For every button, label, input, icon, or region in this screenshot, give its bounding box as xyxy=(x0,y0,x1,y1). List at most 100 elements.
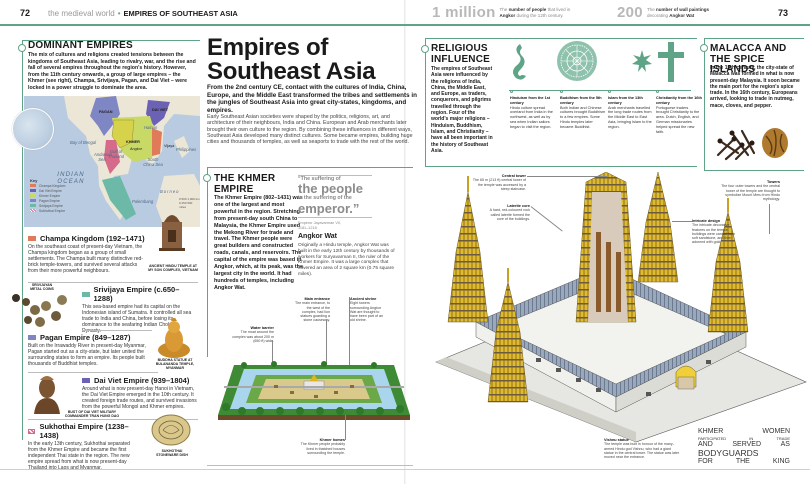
panel-rule xyxy=(425,38,697,40)
right-page-number: 73 xyxy=(778,8,789,18)
map-landmass-icon xyxy=(64,96,200,227)
left-page-number: 72 xyxy=(20,8,31,18)
map-city-label: Angkor xyxy=(130,147,143,151)
panel-rule xyxy=(704,170,804,171)
timeline-line xyxy=(509,90,691,91)
stat-paintings: 200 The number of wall paintings decorat… xyxy=(617,4,727,21)
legend-swatch xyxy=(30,208,36,213)
champa-temple-image xyxy=(159,215,185,251)
hindu-symbol-icon xyxy=(513,44,526,80)
sukhothai-dish-image xyxy=(151,414,191,446)
locator-globe xyxy=(12,108,54,150)
bullet-ring-icon xyxy=(421,45,429,53)
leader-line xyxy=(349,297,350,379)
stat-value: 1 million xyxy=(432,4,496,21)
legend-swatch xyxy=(30,203,36,208)
leader-line xyxy=(345,415,346,440)
color-swatch-icon xyxy=(28,335,36,340)
map-label: Gulf of Thailand xyxy=(108,149,125,159)
empire-entry-sukhothai: Sukhothai Empire (1238–1438) In the earl… xyxy=(28,422,130,471)
map-city-label: Vijaya xyxy=(164,144,175,148)
timeline-marker-icon xyxy=(560,90,563,93)
header-rule xyxy=(0,24,810,26)
dominant-empires-title: DOMINANT EMPIRES xyxy=(28,40,133,51)
page-title: Empires of Southeast Asia xyxy=(207,34,376,85)
color-swatch-icon xyxy=(28,236,36,241)
panel-rule xyxy=(425,166,697,167)
angkor-wat-temple-illustration xyxy=(435,172,807,442)
malacca-title: MALACCA AND THE SPICE ISLANDS xyxy=(710,43,787,75)
religious-influence-body: The empires of Southeast Asia were influ… xyxy=(431,66,493,154)
bullet-ring-icon xyxy=(18,44,26,52)
color-swatch-icon xyxy=(82,291,90,297)
map-legend: Key Champa Kingdom Dai Viet Empire Khmer… xyxy=(30,178,66,213)
leader-line xyxy=(769,204,770,234)
angkor-complex-illustration xyxy=(218,361,410,420)
khmer-empire-panel xyxy=(207,167,413,357)
divider xyxy=(207,465,413,466)
leader-line xyxy=(672,221,692,222)
timeline-marker-icon xyxy=(608,90,611,93)
image-caption: SUKHOTHAI STONEWARE DISH xyxy=(156,449,188,458)
timeline-marker-icon xyxy=(656,90,659,93)
buddha-statue-image xyxy=(158,318,190,358)
empire-entry-pagan: Pagan Empire (849–1287) Built on the Irr… xyxy=(28,333,146,367)
timeline-marker-icon xyxy=(510,90,513,93)
divider xyxy=(28,282,198,283)
topic-name: EMPIRES OF SOUTHEAST ASIA xyxy=(123,9,238,18)
section-name: the medieval world xyxy=(48,9,115,18)
malacca-body: In the 15th century, the city-state of M… xyxy=(710,65,800,109)
stat-population: 1 million The number of people that live… xyxy=(432,4,580,21)
dharma-wheel-icon xyxy=(557,41,597,81)
tran-hung-dao-bust-image xyxy=(34,376,60,414)
image-caption: BUDDHA STATUE AT BULANANDA TEMPLE, MYANM… xyxy=(155,358,195,371)
page-header: 72 the medieval world•EMPIRES OF SOUTHEA… xyxy=(0,0,810,26)
stat-value: 200 xyxy=(617,4,643,21)
religious-influence-title: RELIGIOUS INFLUENCE xyxy=(431,43,491,65)
malacca-panel xyxy=(704,38,804,170)
color-swatch-icon xyxy=(82,378,90,383)
map-label: Andaman Sea xyxy=(94,152,112,162)
pull-quote: “The suffering of the people is the suff… xyxy=(298,175,372,230)
divider xyxy=(28,372,158,373)
legend-swatch xyxy=(30,198,36,203)
empire-entry-champa: Champa Kingdom (192–1471) On the southea… xyxy=(28,234,145,274)
khmer-empire-title: THE KHMER EMPIRE xyxy=(214,173,276,195)
map-label: Borneo xyxy=(160,189,180,194)
divider xyxy=(28,419,198,420)
legend-swatch xyxy=(30,188,36,193)
map-empire-label: KHMER xyxy=(126,140,140,144)
cloves-image xyxy=(716,129,756,161)
empire-entry-dai-viet: Dai Viet Empire (939–1804) Around what i… xyxy=(82,376,197,410)
bullet-ring-icon xyxy=(203,174,211,182)
color-swatch-icon xyxy=(28,428,36,434)
legend-swatch xyxy=(30,183,36,188)
running-head: the medieval world•EMPIRES OF SOUTHEAST … xyxy=(48,9,238,18)
book-spine xyxy=(404,0,406,484)
cross-icon xyxy=(658,42,684,82)
image-caption: SRIVIJAYAN METAL COINS xyxy=(30,283,54,292)
map-label: INDIAN OCEAN xyxy=(57,172,85,185)
image-caption: ANCIENT HINDU TEMPLE AT MY SON COMPLEX, … xyxy=(148,264,198,273)
panel-rule xyxy=(22,40,200,42)
leader-line xyxy=(326,320,327,390)
map-empire-label: PAGAN xyxy=(99,110,113,114)
khmer-empire-body: The Khmer Empire (802–1431) was one of t… xyxy=(214,195,303,291)
angkor-wat-body: Originally a Hindu temple, Angkor Wat wa… xyxy=(298,243,395,277)
map-label: Philippines xyxy=(176,147,197,152)
divider xyxy=(82,330,152,331)
stat-caption: The number of people that lived in Angko… xyxy=(499,7,571,18)
